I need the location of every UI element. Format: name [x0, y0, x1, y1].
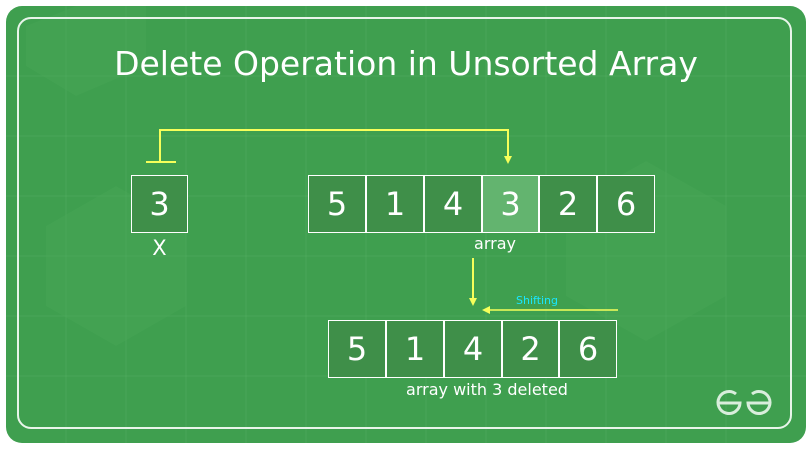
result-cell: 1 [386, 320, 444, 378]
array-cell: 4 [424, 175, 482, 233]
result-cell: 5 [328, 320, 386, 378]
array-label: array [474, 234, 516, 253]
search-arrow [146, 129, 512, 164]
shifting-label: Shifting [516, 294, 559, 307]
result-cell: 6 [559, 320, 617, 378]
result-cell: 4 [444, 320, 502, 378]
result-cell: 2 [502, 320, 559, 378]
x-box: 3 [131, 175, 188, 233]
array-cell: 1 [366, 175, 424, 233]
gfg-logo-icon [716, 390, 772, 415]
array-cell: 6 [597, 175, 655, 233]
array-cell: 5 [308, 175, 366, 233]
array-cell: 2 [539, 175, 597, 233]
diagram-title: Delete Operation in Unsorted Array [114, 44, 698, 83]
x-label: X [152, 236, 167, 260]
inner-frame [17, 17, 792, 429]
array-cell-highlighted: 3 [482, 175, 539, 233]
result-label: array with 3 deleted [406, 380, 568, 399]
